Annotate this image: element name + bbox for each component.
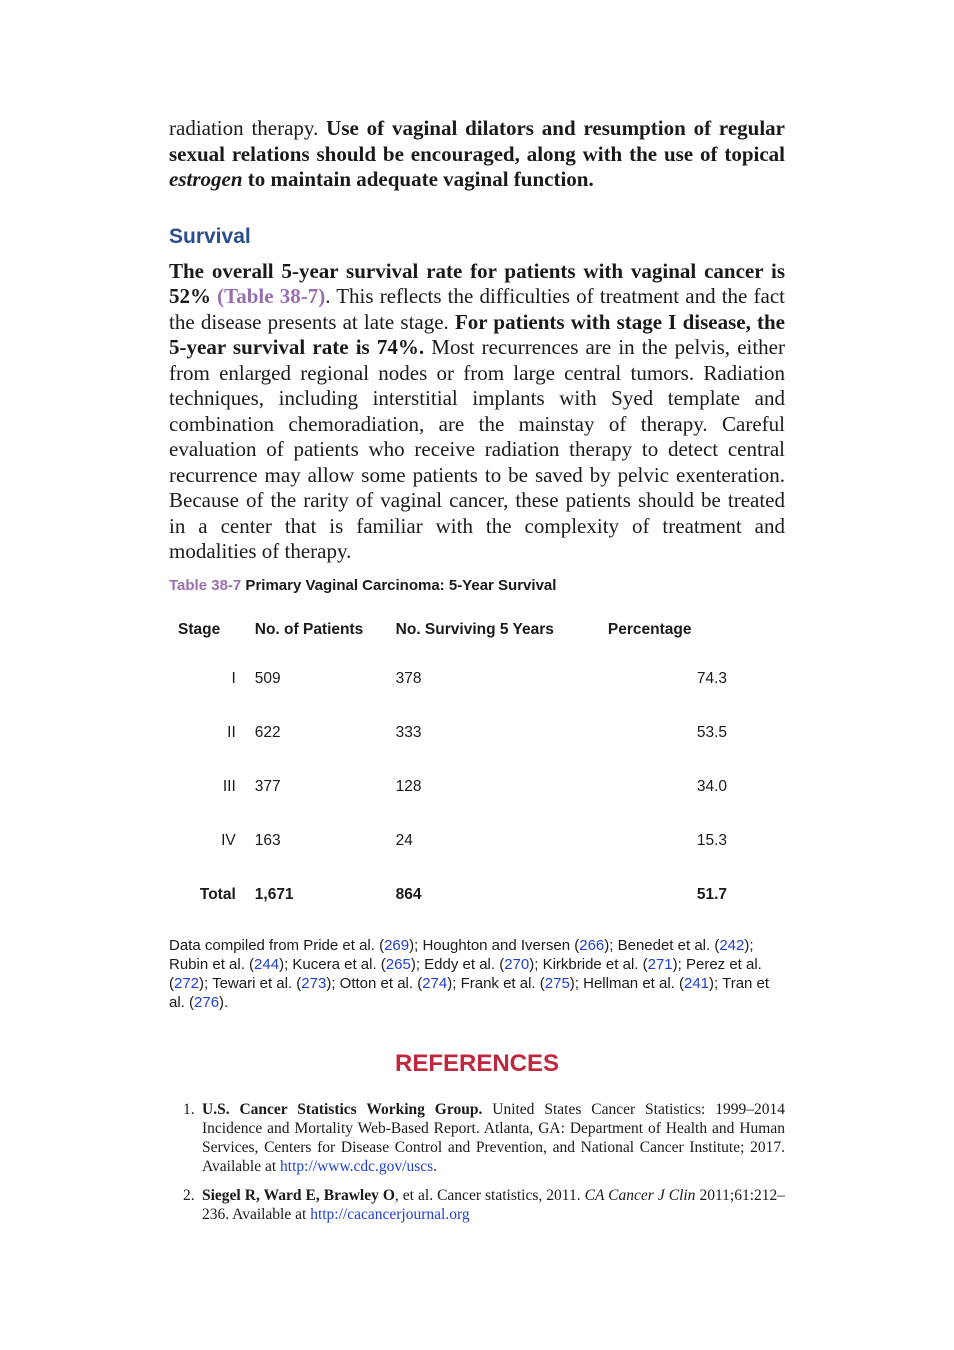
reference-authors: Siegel R, Ward E, Brawley O <box>202 1186 395 1204</box>
reference-item: 1.U.S. Cancer Statistics Working Group. … <box>169 1100 785 1176</box>
intro-paragraph: radiation therapy. Use of vaginal dilato… <box>169 116 785 193</box>
cell-stage: I <box>231 669 236 687</box>
cell-percentage: 34.0 <box>696 777 727 795</box>
citation-link[interactable]: 265 <box>385 955 411 973</box>
citation-link[interactable]: 270 <box>504 955 530 973</box>
reference-text: United States Cancer Statistics: 1999–20… <box>202 1100 785 1175</box>
citation-link[interactable]: 244 <box>254 955 280 973</box>
survival-text-1: . This reflects the difficulties of trea… <box>169 284 785 334</box>
footnote-text: ); Rubin et al. ( <box>169 936 754 973</box>
references-heading: REFERENCES <box>394 1049 560 1077</box>
reference-item: 2. Siegel R, Ward E, Brawley O, et al. Ca… <box>169 1186 785 1224</box>
cell-percentage: 74.3 <box>696 669 727 687</box>
footnote-text: Data compiled from Pride et al. ( <box>169 936 385 954</box>
footnote-text: ); Kucera et al. ( <box>279 955 386 973</box>
table-total-row: Total 1,671 864 51.7 <box>169 868 769 922</box>
footnote-text: ); Perez et al. ( <box>169 955 762 992</box>
survival-bold-1: The overall 5-year survival rate for pat… <box>169 258 785 309</box>
footnote-text: ); Tran et al. ( <box>169 974 770 1011</box>
reference-number: 2. <box>183 1186 195 1204</box>
table-reference-link[interactable]: (Table 38-7) <box>217 284 326 308</box>
survival-table: Stage No. of Patients No. Surviving 5 Ye… <box>169 608 769 922</box>
header-surviving: No. Surviving 5 Years <box>395 620 554 638</box>
citation-link[interactable]: 275 <box>544 974 570 992</box>
citation-link[interactable]: 271 <box>647 955 673 973</box>
cell-surviving: 24 <box>395 831 413 849</box>
cell-patients: 622 <box>254 723 281 741</box>
table-row: II 622 333 53.5 <box>169 706 769 760</box>
footnote-text: ); Tewari et al. ( <box>199 974 302 992</box>
footnote-text: ); Eddy et al. ( <box>410 955 505 973</box>
citation-link[interactable]: 276 <box>194 993 220 1011</box>
header-patients: No. of Patients <box>254 620 364 638</box>
footnote-text: ); Otton et al. ( <box>326 974 423 992</box>
citation-link[interactable]: 272 <box>174 974 200 992</box>
footnote-text: ); Frank et al. ( <box>447 974 545 992</box>
citation-link[interactable]: 269 <box>384 936 410 954</box>
footnote-text: ). <box>219 993 229 1011</box>
table-header-row: Stage No. of Patients No. Surviving 5 Ye… <box>169 608 769 652</box>
footnote-text: ); Hellman et al. ( <box>569 974 684 992</box>
cell-percentage: 15.3 <box>696 831 727 849</box>
cell-stage: III <box>222 777 236 795</box>
intro-text: radiation therapy. <box>169 116 327 140</box>
survival-bold-2: For patients with stage I disease, the 5… <box>169 309 786 360</box>
cell-total-label: Total <box>199 885 236 903</box>
citation-link[interactable]: 273 <box>301 974 327 992</box>
table-caption: Table 38-7 Primary Vaginal Carcinoma: 5-… <box>169 577 785 594</box>
table-footnote: Data compiled from Pride et al. (269); H… <box>169 936 785 1012</box>
survival-heading: Survival <box>169 224 251 248</box>
cell-stage: II <box>227 723 236 741</box>
table-number: Table 38-7 <box>169 576 242 594</box>
citation-link[interactable]: 266 <box>579 936 605 954</box>
cell-stage: IV <box>221 831 236 849</box>
footnote-text: ); Benedet et al. ( <box>604 936 720 954</box>
cell-surviving: 128 <box>395 777 422 795</box>
footnote-text: ); Kirkbride et al. ( <box>529 955 648 973</box>
header-percentage: Percentage <box>607 620 692 638</box>
citation-link[interactable]: 274 <box>422 974 448 992</box>
citation-link[interactable]: 242 <box>719 936 745 954</box>
footnote-text: ); Houghton and Iversen ( <box>409 936 580 954</box>
table-row: III 377 128 34.0 <box>169 760 769 814</box>
cell-patients: 509 <box>254 669 281 687</box>
reference-text: , et al. Cancer statistics, 2011. <box>394 1186 585 1204</box>
cell-total-percentage: 51.7 <box>696 885 727 903</box>
reference-link[interactable]: http://cacancerjournal.org <box>310 1205 470 1223</box>
cell-total-surviving: 864 <box>395 885 422 903</box>
intro-bold-text-end: to maintain adequate vaginal function. <box>242 167 594 191</box>
cell-percentage: 53.5 <box>696 723 727 741</box>
survival-paragraph: The overall 5-year survival rate for pat… <box>169 259 785 565</box>
reference-text-2: 2011;61:212–236. Available at <box>202 1186 785 1223</box>
table-title: Primary Vaginal Carcinoma: 5-Year Surviv… <box>241 576 557 594</box>
header-stage: Stage <box>178 620 221 638</box>
estrogen-term: estrogen <box>169 167 243 191</box>
survival-text-2: Most recurrences are in the pelvis, eith… <box>169 335 785 563</box>
cell-total-patients: 1,671 <box>254 885 294 903</box>
page-content: radiation therapy. Use of vaginal dilato… <box>169 116 785 1234</box>
reference-number: 1. <box>183 1100 195 1118</box>
reference-link[interactable]: http://www.cdc.gov/uscs <box>280 1157 434 1175</box>
cell-surviving: 333 <box>395 723 422 741</box>
cell-patients: 377 <box>254 777 281 795</box>
intro-bold-text: Use of vaginal dilators and resumption o… <box>169 116 786 166</box>
table-row: IV 163 24 15.3 <box>169 814 769 868</box>
citation-link[interactable]: 241 <box>684 974 710 992</box>
reference-list: 1.U.S. Cancer Statistics Working Group. … <box>169 1100 785 1224</box>
reference-authors: U.S. Cancer Statistics Working Group. <box>202 1100 483 1118</box>
cell-patients: 163 <box>254 831 281 849</box>
cell-surviving: 378 <box>395 669 422 687</box>
reference-journal: CA Cancer J Clin <box>584 1186 696 1204</box>
reference-end: . <box>433 1157 438 1175</box>
table-row: I 509 378 74.3 <box>169 652 769 706</box>
